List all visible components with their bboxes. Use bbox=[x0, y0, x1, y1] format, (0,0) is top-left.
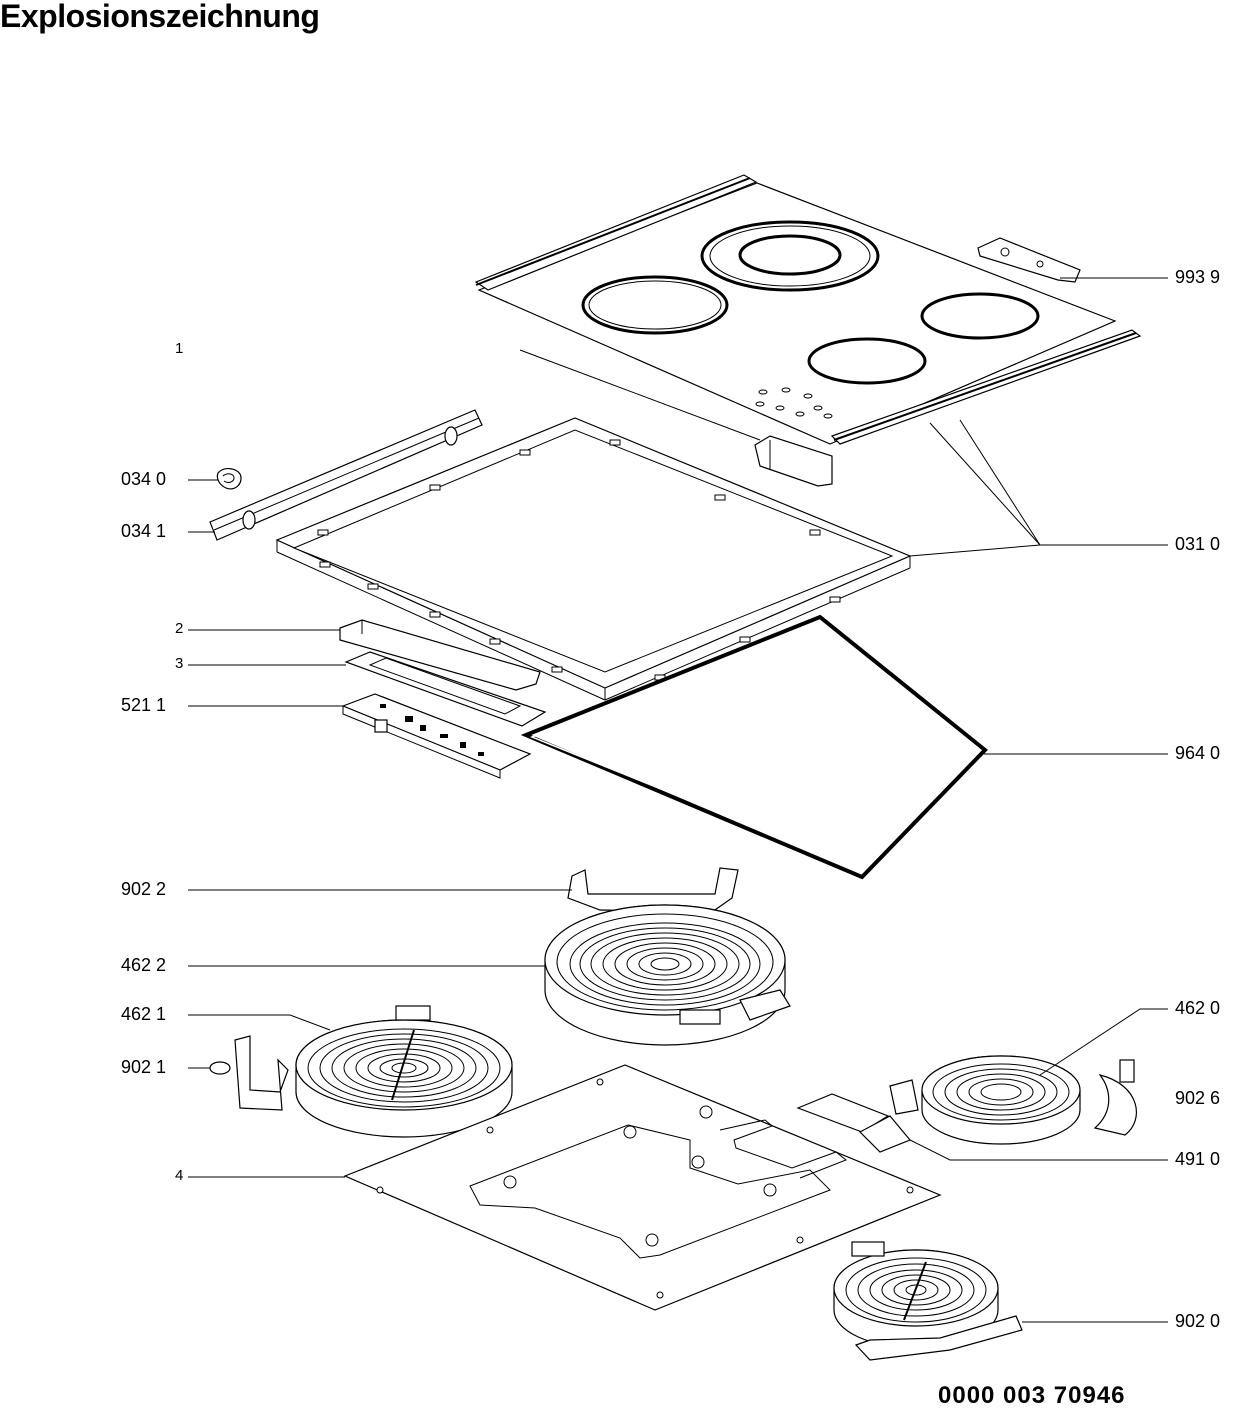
callout-031-0: 031 0 bbox=[1175, 534, 1221, 554]
callout-462-1: 462 1 bbox=[121, 1004, 167, 1024]
callout-521-1: 521 1 bbox=[121, 695, 167, 715]
bracket-902-1 bbox=[209, 1035, 289, 1111]
callout-1: 1 bbox=[175, 340, 184, 357]
leader-lines bbox=[188, 277, 1168, 1323]
callout-034-0: 034 0 bbox=[121, 469, 167, 489]
shield-3 bbox=[344, 651, 547, 727]
bracket-2 bbox=[339, 619, 541, 691]
bracket-902-2 bbox=[567, 867, 739, 913]
callout-2: 2 bbox=[175, 620, 184, 637]
callout-034-1: 034 1 bbox=[121, 521, 167, 541]
bracket-902-0 bbox=[854, 1315, 1023, 1361]
heating-element-462-1 bbox=[295, 1005, 513, 1138]
callout-902-2: 902 2 bbox=[121, 879, 167, 899]
callout-462-2: 462 2 bbox=[121, 955, 167, 975]
document-number: 0000 003 70946 bbox=[938, 1382, 1126, 1409]
ceramic-hob-top bbox=[474, 174, 1142, 487]
callout-3: 3 bbox=[175, 655, 184, 672]
frame-031-0 bbox=[275, 417, 1041, 701]
base-plate-4 bbox=[343, 1064, 942, 1311]
callout-902-0: 902 0 bbox=[1175, 1311, 1221, 1331]
heating-element-bottom bbox=[833, 1241, 999, 1349]
page-title: Explosionszeichnung bbox=[0, 0, 320, 34]
clip-034-0 bbox=[216, 468, 242, 490]
callout-964-0: 964 0 bbox=[1175, 743, 1221, 763]
callout-993-9: 993 9 bbox=[1175, 267, 1221, 287]
gasket-964-0 bbox=[520, 614, 988, 880]
callout-4: 4 bbox=[175, 1167, 184, 1184]
callout-902-1: 902 1 bbox=[121, 1057, 167, 1077]
callout-491-0: 491 0 bbox=[1175, 1149, 1221, 1169]
heating-element-462-2 bbox=[544, 904, 791, 1046]
callout-462-0: 462 0 bbox=[1175, 998, 1221, 1018]
rail-034-1 bbox=[209, 409, 483, 541]
callout-902-6: 902 6 bbox=[1175, 1088, 1221, 1108]
pcb-521-1 bbox=[341, 693, 532, 779]
bracket-902-6 bbox=[1093, 1059, 1138, 1136]
switch-491-0 bbox=[796, 1093, 911, 1153]
heating-element-462-0 bbox=[889, 1055, 1081, 1145]
bracket-993-9 bbox=[977, 237, 1081, 283]
